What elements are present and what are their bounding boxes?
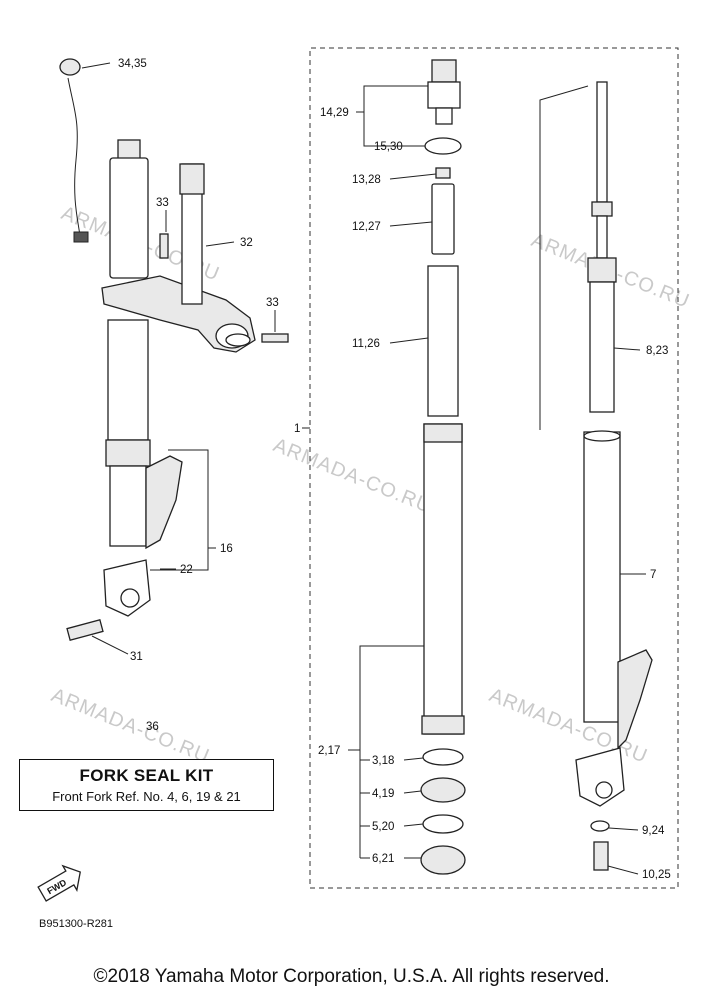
leader	[389, 173, 437, 180]
spring	[427, 265, 459, 417]
watermark: ARMADA-CO.RU	[270, 434, 435, 518]
leader	[403, 823, 424, 827]
label-16: 16	[220, 543, 233, 555]
right-parts	[575, 81, 653, 871]
watermark: ARMADA-CO.RU	[48, 684, 213, 768]
outer-tube-bottom	[421, 715, 465, 735]
left-fork-assembly	[59, 58, 289, 641]
label-14-29: 14,29	[320, 107, 349, 119]
lower-leg	[109, 465, 147, 547]
damper-bolt	[593, 841, 609, 871]
rod-lower	[596, 215, 608, 259]
leader	[389, 221, 433, 227]
leader	[205, 241, 235, 247]
axle-hole-right	[595, 781, 613, 799]
leader	[403, 790, 422, 794]
rod-nut	[591, 201, 613, 217]
label-2-17: 2,17	[318, 745, 340, 757]
label-34-35: 34,35	[118, 58, 147, 70]
leader	[363, 112, 425, 147]
seal-clip	[422, 814, 464, 834]
kit-subtitle: Front Fork Ref. No. 4, 6, 19 & 21	[52, 789, 241, 804]
label-9-24: 9,24	[642, 825, 665, 837]
label-13-28: 13,28	[352, 174, 381, 186]
leader	[613, 347, 641, 351]
leader	[607, 865, 639, 875]
caliper-bracket	[145, 455, 183, 550]
dust-seal	[420, 845, 466, 875]
washer	[422, 748, 464, 766]
leader	[389, 337, 429, 344]
diagram-code: B951300-R281	[39, 918, 114, 930]
leader	[81, 62, 111, 69]
spacer	[431, 183, 455, 255]
leader-bracket-2-17	[359, 645, 424, 858]
outer-tube	[423, 423, 463, 735]
leader	[403, 757, 424, 761]
label-8-23: 8,23	[646, 345, 668, 357]
label-31: 31	[130, 651, 143, 663]
fork-seal-ring	[105, 439, 151, 467]
sensor-grommet	[59, 58, 81, 76]
axle-boss	[103, 559, 151, 617]
leader-bracket-14-29	[356, 85, 428, 113]
cap-bolt-stem	[435, 107, 453, 125]
label-7: 7	[650, 569, 656, 581]
cap-bolt-body	[427, 81, 461, 109]
damper-rod	[596, 81, 608, 203]
fwd-arrow-icon: FWD	[37, 864, 81, 902]
copper-washer	[590, 820, 610, 832]
sensor-wire	[67, 77, 81, 237]
label-12-27: 12,27	[352, 221, 381, 233]
bolt-33a	[159, 233, 169, 259]
label-36: 36	[146, 721, 159, 733]
cartridge-top	[587, 257, 617, 283]
axle-hole	[120, 588, 140, 608]
leader-bracket-right	[539, 85, 589, 430]
label-5-20: 5,20	[372, 821, 394, 833]
clamp-ring	[225, 333, 251, 347]
kit-title: FORK SEAL KIT	[79, 766, 214, 785]
label-10-25: 10,25	[642, 869, 671, 881]
sensor-connector	[73, 231, 89, 243]
upper-fork-tube	[109, 157, 149, 279]
leader	[91, 635, 129, 655]
center-parts	[420, 59, 466, 875]
bolt-33b	[261, 333, 289, 343]
label-33: 33	[156, 197, 169, 209]
label-4-19: 4,19	[372, 788, 394, 800]
label-6-21: 6,21	[372, 853, 394, 865]
label-1: 1	[294, 423, 300, 435]
label-11-26: 11,26	[352, 338, 380, 350]
outer-tube-top	[423, 423, 463, 443]
copyright-notice: ©2018 Yamaha Motor Corporation, U.S.A. A…	[93, 966, 610, 987]
oil-seal	[420, 777, 466, 803]
fork-seal-kit-box: FORK SEAL KIT Front Fork Ref. No. 4, 6, …	[19, 759, 274, 811]
label-22: 22	[180, 564, 193, 576]
fork-tube	[107, 319, 149, 441]
stem-thread	[179, 163, 205, 195]
nut	[435, 167, 451, 179]
label-15-30: 15,30	[374, 141, 403, 153]
label-3-18: 3,18	[372, 755, 394, 767]
cartridge	[589, 281, 615, 413]
bolt-31	[66, 619, 104, 641]
inner-tube	[583, 431, 621, 723]
lower-leg-bracket	[617, 649, 653, 750]
leader	[608, 827, 639, 831]
assembly-boundary	[309, 47, 679, 889]
label-32: 32	[240, 237, 253, 249]
cap-bolt	[431, 59, 457, 83]
fork-cap	[117, 139, 141, 161]
leader-bracket-16	[150, 449, 209, 571]
inner-tube-top	[583, 430, 621, 442]
o-ring	[424, 137, 462, 155]
label-33: 33	[266, 297, 279, 309]
